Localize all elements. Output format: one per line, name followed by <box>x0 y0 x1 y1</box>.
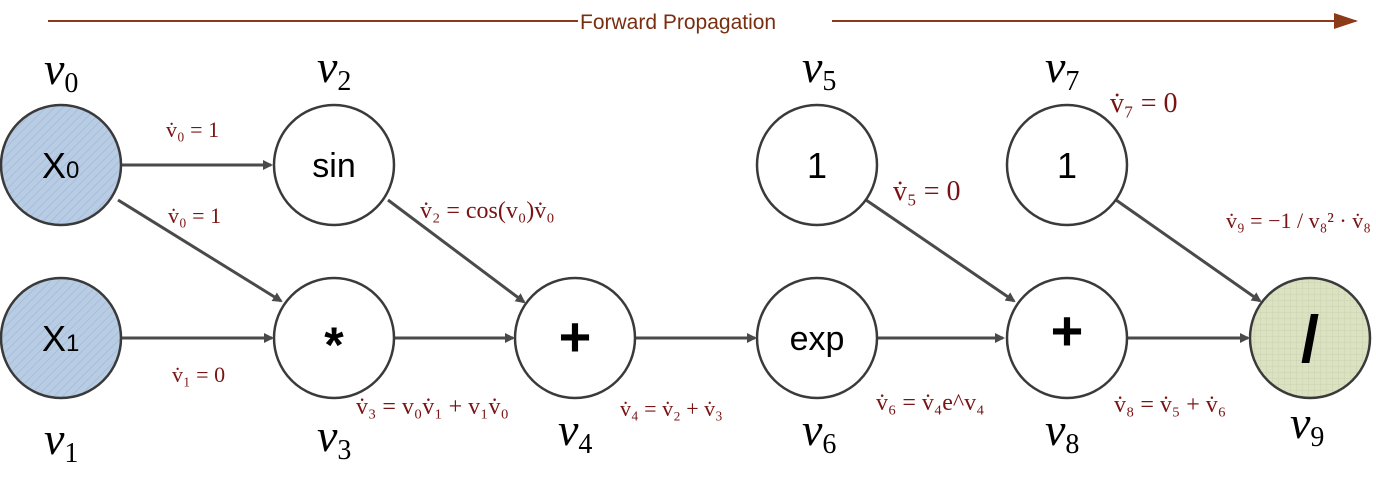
edge-one2-div <box>1115 198 1262 303</box>
node-exp-circle <box>755 276 879 400</box>
node-mul: * <box>272 276 396 400</box>
nodes: X0 X1 sin * + 1 exp <box>0 103 1372 400</box>
deriv-v5: v̇₅ = 0 <box>893 176 961 207</box>
variable-labels: v0 v1 v2 v3 v4 v5 v6 v7 v8 v9 <box>44 41 1324 469</box>
node-add2-circle <box>1005 276 1129 400</box>
forward-propagation-header: Forward Propagation <box>48 11 1358 34</box>
node-x1-label: X1 <box>42 318 79 359</box>
deriv-v0-to-sin: v̇₀ = 1 <box>166 117 219 142</box>
node-x1: X1 <box>0 276 123 400</box>
node-one1-label: 1 <box>807 145 827 186</box>
node-one2-label: 1 <box>1057 145 1077 186</box>
deriv-v4: v̇₄ = v̇₂ + v̇₃ <box>620 396 723 421</box>
edge-one1-add2 <box>865 198 1016 303</box>
node-add1: + <box>513 276 637 400</box>
node-one1: 1 <box>755 103 879 227</box>
deriv-v2: v̇₂ = cos(v₀)v̇₀ <box>420 198 555 224</box>
header-title: Forward Propagation <box>580 11 776 34</box>
edge-sin-add1 <box>387 198 526 304</box>
var-label-v8: v8 <box>1045 404 1079 460</box>
node-x1-circle <box>0 276 123 400</box>
node-exp: exp <box>755 276 879 400</box>
var-label-v4: v4 <box>558 404 592 460</box>
edges <box>117 160 1262 343</box>
node-x0-circle <box>0 103 123 227</box>
deriv-v6: v̇₆ = v̇₄e^v₄ <box>876 390 985 416</box>
var-label-v6: v6 <box>802 404 836 460</box>
node-add2-label: + <box>1051 299 1084 362</box>
node-add1-label: + <box>559 305 592 368</box>
var-label-v3: v3 <box>317 410 351 466</box>
derivative-annotations: v̇₀ = 1 v̇₀ = 1 v̇₁ = 0 v̇₂ = cos(v₀)v̇₀… <box>166 88 1371 421</box>
node-mul-label: * <box>324 317 344 373</box>
node-x0: X0 <box>0 103 123 227</box>
node-sin-label: sin <box>312 147 355 185</box>
deriv-v7: v̇₇ = 0 <box>1110 88 1178 119</box>
node-div-label: / <box>1301 302 1319 376</box>
deriv-v8: v̇₈ = v̇₅ + v̇₆ <box>1114 392 1226 418</box>
node-sin-circle <box>272 103 396 227</box>
node-add1-circle <box>513 276 637 400</box>
node-one2: 1 <box>1005 103 1129 227</box>
deriv-v1: v̇₁ = 0 <box>172 362 225 387</box>
var-label-v7: v7 <box>1045 41 1079 97</box>
var-label-v0: v0 <box>44 43 78 99</box>
node-x0-label: X0 <box>42 145 79 186</box>
node-mul-circle <box>272 276 396 400</box>
var-label-v5: v5 <box>802 41 836 97</box>
node-one2-circle <box>1005 103 1129 227</box>
node-sin: sin <box>272 103 396 227</box>
deriv-v9: v̇₉ = −1 / v₈² · v̇₈ <box>1226 208 1371 233</box>
edge-x0-mul <box>117 198 283 303</box>
deriv-v0-to-mul: v̇₀ = 1 <box>168 203 221 228</box>
node-div-circle <box>1248 276 1372 400</box>
node-exp-label: exp <box>790 320 845 358</box>
node-add2: + <box>1005 276 1129 400</box>
var-label-v9: v9 <box>1290 397 1324 453</box>
node-one1-circle <box>755 103 879 227</box>
node-div: / <box>1248 276 1372 400</box>
deriv-v3: v̇₃ = v₀v̇₁ + v₁v̇₀ <box>356 394 509 420</box>
var-label-v2: v2 <box>317 41 351 97</box>
var-label-v1: v1 <box>44 413 78 469</box>
